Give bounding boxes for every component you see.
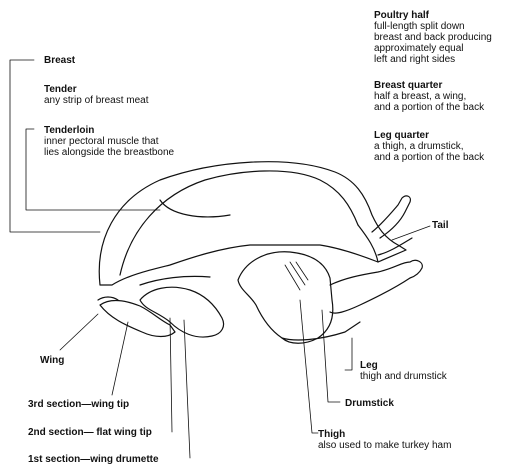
tender-desc: any strip of breast meat <box>44 95 149 106</box>
wing-tip <box>97 296 119 301</box>
thigh-label: Thigh also used to make turkey ham <box>318 429 451 451</box>
wing-label: Wing <box>40 355 64 366</box>
third-section-title: 3rd section—wing tip <box>28 399 130 410</box>
leg-desc: thigh and drumstick <box>360 371 447 382</box>
thigh-title: Thigh <box>318 429 346 440</box>
breast-quarter-desc-1: half a breast, a wing, <box>374 91 467 102</box>
leader-2nd-section <box>169 317 173 433</box>
leg-quarter-title: Leg quarter <box>374 130 430 141</box>
body-outline <box>98 161 407 286</box>
tenderloin-desc-1: inner pectoral muscle that <box>44 136 159 147</box>
back-curve <box>357 224 379 263</box>
leader-lines <box>9 59 431 459</box>
first-section-label: 1st section—wing drumette <box>28 454 159 465</box>
poultry-half-desc-2: breast and back producing <box>374 32 492 43</box>
tender-label: Tender any strip of breast meat <box>44 84 149 106</box>
leg-quarter-desc-1: a thigh, a drumstick, <box>374 141 464 152</box>
poultry-half-label: Poultry half full-length split down brea… <box>374 10 492 65</box>
tail-label: Tail <box>432 220 448 231</box>
breast-quarter-desc-2: and a portion of the back <box>374 102 485 113</box>
tenderloin-title: Tenderloin <box>44 125 95 136</box>
drumstick-title: Drumstick <box>345 398 394 409</box>
leg-quarter-desc-2: and a portion of the back <box>374 152 485 163</box>
poultry-half-desc-4: left and right sides <box>374 54 456 65</box>
drumstick-label: Drumstick <box>345 398 394 409</box>
poultry-half-desc-3: approximately equal <box>374 43 464 54</box>
breast-title: Breast <box>44 55 76 66</box>
tail-bone <box>371 195 411 239</box>
breast-quarter-title: Breast quarter <box>374 80 443 91</box>
leader-leg <box>344 337 353 371</box>
poultry-half-title: Poultry half <box>374 10 430 21</box>
poultry-half-desc-1: full-length split down <box>374 21 465 32</box>
leader-1st-section <box>183 319 191 459</box>
tenderloin-label: Tenderloin inner pectoral muscle that li… <box>44 125 174 158</box>
leg-bottom <box>281 321 361 341</box>
breast-label: Breast <box>44 55 75 66</box>
breast-quarter-label: Breast quarter half a breast, a wing, an… <box>374 80 484 113</box>
thigh-shading <box>284 261 309 291</box>
leader-breast <box>9 59 101 233</box>
leader-3rd-section <box>111 321 129 396</box>
second-section-label: 2nd section— flat wing tip <box>28 427 152 438</box>
thigh-desc: also used to make turkey ham <box>318 440 452 451</box>
tenderloin-strip <box>159 199 231 218</box>
tail-title: Tail <box>432 220 449 231</box>
leader-thigh <box>299 299 319 434</box>
leader-drumstick <box>321 309 341 403</box>
leg-label: Leg thigh and drumstick <box>360 360 447 382</box>
wing-flat <box>99 300 176 338</box>
tail-tip <box>377 237 413 256</box>
body-underside <box>139 275 211 286</box>
leader-tail <box>391 225 431 241</box>
second-section-title: 2nd section— flat wing tip <box>28 427 152 438</box>
wing-title: Wing <box>40 355 65 366</box>
wing-drumette <box>139 286 225 338</box>
breast-split-line <box>119 170 359 276</box>
leader-wing <box>59 313 99 351</box>
leg-title: Leg <box>360 360 378 371</box>
third-section-label: 3rd section—wing tip <box>28 399 129 410</box>
first-section-title: 1st section—wing drumette <box>28 454 159 465</box>
leader-tenderloin <box>25 128 161 211</box>
drumstick-outline <box>329 259 423 314</box>
tender-title: Tender <box>44 84 77 95</box>
tenderloin-desc-2: lies alongside the breastbone <box>44 147 175 158</box>
leg-quarter-label: Leg quarter a thigh, a drumstick, and a … <box>374 130 484 163</box>
